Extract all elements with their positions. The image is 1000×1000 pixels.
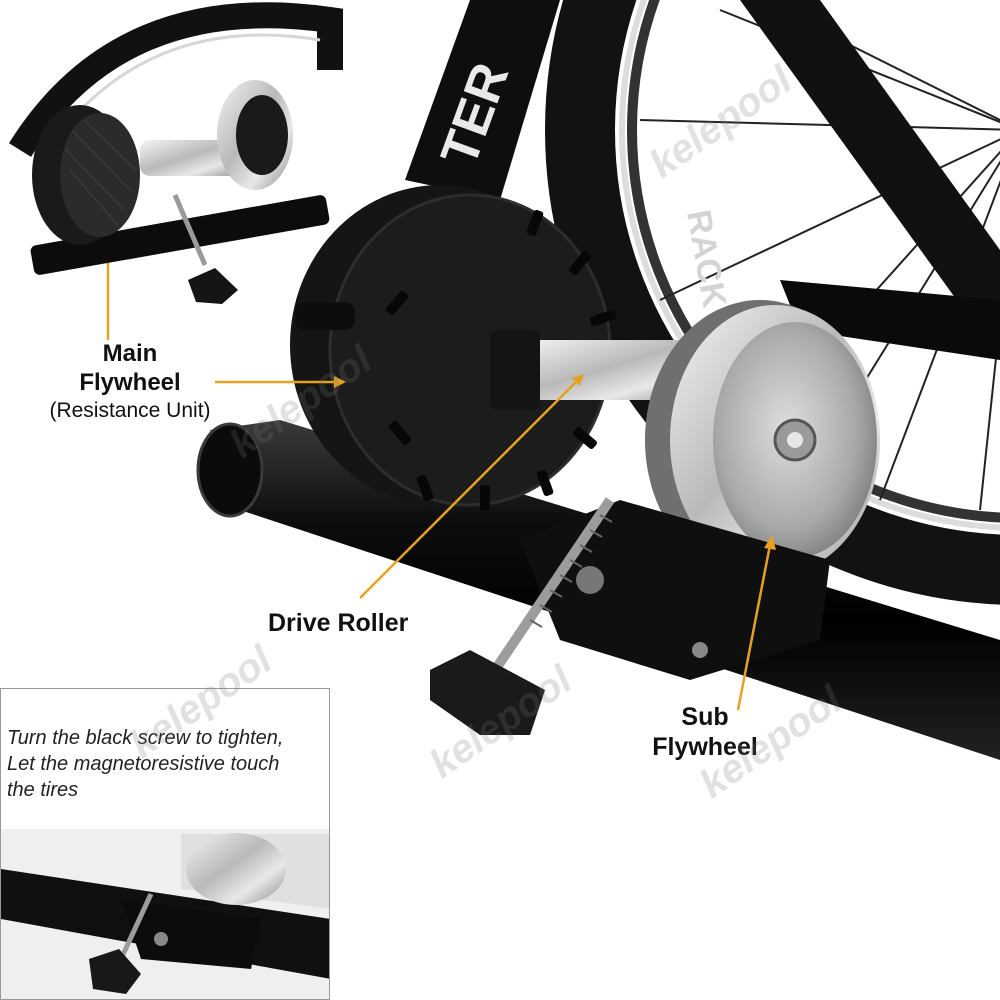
sub-flywheel-label-line1: Sub [681, 703, 729, 731]
sub-flywheel [645, 300, 880, 580]
main-flywheel-label-line1: Main [102, 340, 158, 367]
tire-lettering: RACK [679, 207, 734, 311]
trainer-frame-upright [405, 0, 1000, 360]
instruction-line2: Let the magnetoresistive touch [7, 753, 280, 775]
tightening-knob [430, 650, 545, 735]
instruction-line1: Turn the black screw to tighten, [7, 727, 284, 749]
sub-flywheel-label-line2: Flywheel [652, 733, 758, 761]
main-flywheel-label: Main Flywheel (Resistance Unit) [40, 340, 220, 423]
instruction-text: Turn the black screw to tighten, Let the… [7, 725, 327, 803]
main-flywheel-label-line2: Flywheel [79, 368, 181, 396]
inset-top-photo [8, 2, 343, 304]
instruction-line3: the tires [7, 779, 79, 801]
sub-flywheel-label: Sub Flywheel [630, 702, 780, 762]
main-flywheel [290, 185, 619, 511]
main-flywheel-label-line3: (Resistance Unit) [49, 398, 211, 422]
inset-bottom-photo [1, 829, 329, 999]
instruction-inset: Turn the black screw to tighten, Let the… [0, 688, 330, 1000]
drive-roller-label: Drive Roller [268, 609, 409, 637]
